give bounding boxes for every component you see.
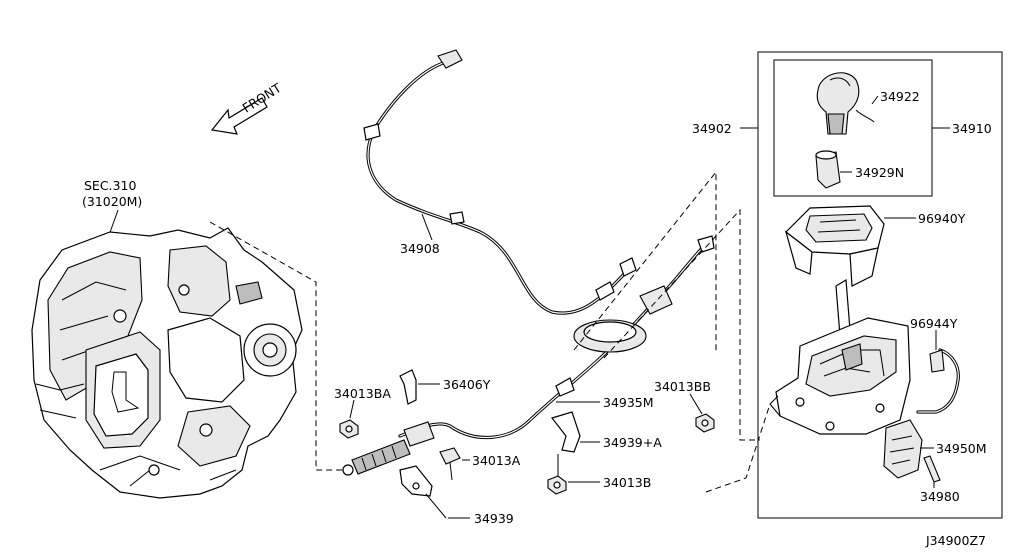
label-34908: 34908 [400, 241, 440, 256]
harness-96944y [916, 348, 960, 414]
label-sec310: SEC.310 [84, 178, 136, 193]
transmission-assembly [31, 227, 303, 499]
drawing-code: J34900Z7 [925, 533, 986, 548]
indicator-96940y [784, 205, 885, 287]
nut-34013b [547, 475, 567, 495]
switch-34950m [883, 419, 923, 479]
front-arrow-icon [210, 97, 268, 135]
label-34939a: 34939+A [603, 435, 662, 450]
label-34950m: 34950M [936, 441, 987, 456]
bolt-34013a [439, 447, 461, 481]
label-34013a: 34013A [472, 453, 521, 468]
nut-34013bb [695, 413, 715, 433]
bracket-34939a [550, 411, 581, 453]
shifter-base [769, 278, 911, 435]
spring-34922 [855, 109, 875, 123]
label-34980: 34980 [920, 489, 960, 504]
label-34929n: 34929N [855, 165, 904, 180]
label-34939: 34939 [474, 511, 514, 526]
label-96940y: 96940Y [918, 211, 966, 226]
label-34910: 34910 [952, 121, 992, 136]
label-34935m: 34935M [603, 395, 654, 410]
label-36406y: 36406Y [443, 377, 491, 392]
shift-knob [816, 72, 860, 135]
label-96944y: 96944Y [910, 316, 958, 331]
knob-sleeve-34929n [815, 150, 841, 189]
shifter-group-box [757, 51, 1003, 519]
pin-34980 [923, 455, 941, 483]
bracket-34939 [399, 465, 433, 497]
cable-34935m [342, 235, 715, 476]
label-34013b: 34013B [603, 475, 651, 490]
nut-34013ba [339, 419, 359, 439]
clip-36406y [399, 369, 417, 405]
cable-34908 [363, 49, 637, 315]
label-34902: 34902 [692, 121, 732, 136]
label-34013ba: 34013BA [334, 386, 391, 401]
label-34013bb: 34013BB [654, 379, 711, 394]
label-34922: 34922 [880, 89, 920, 104]
label-31020m: (31020M) [82, 194, 142, 209]
